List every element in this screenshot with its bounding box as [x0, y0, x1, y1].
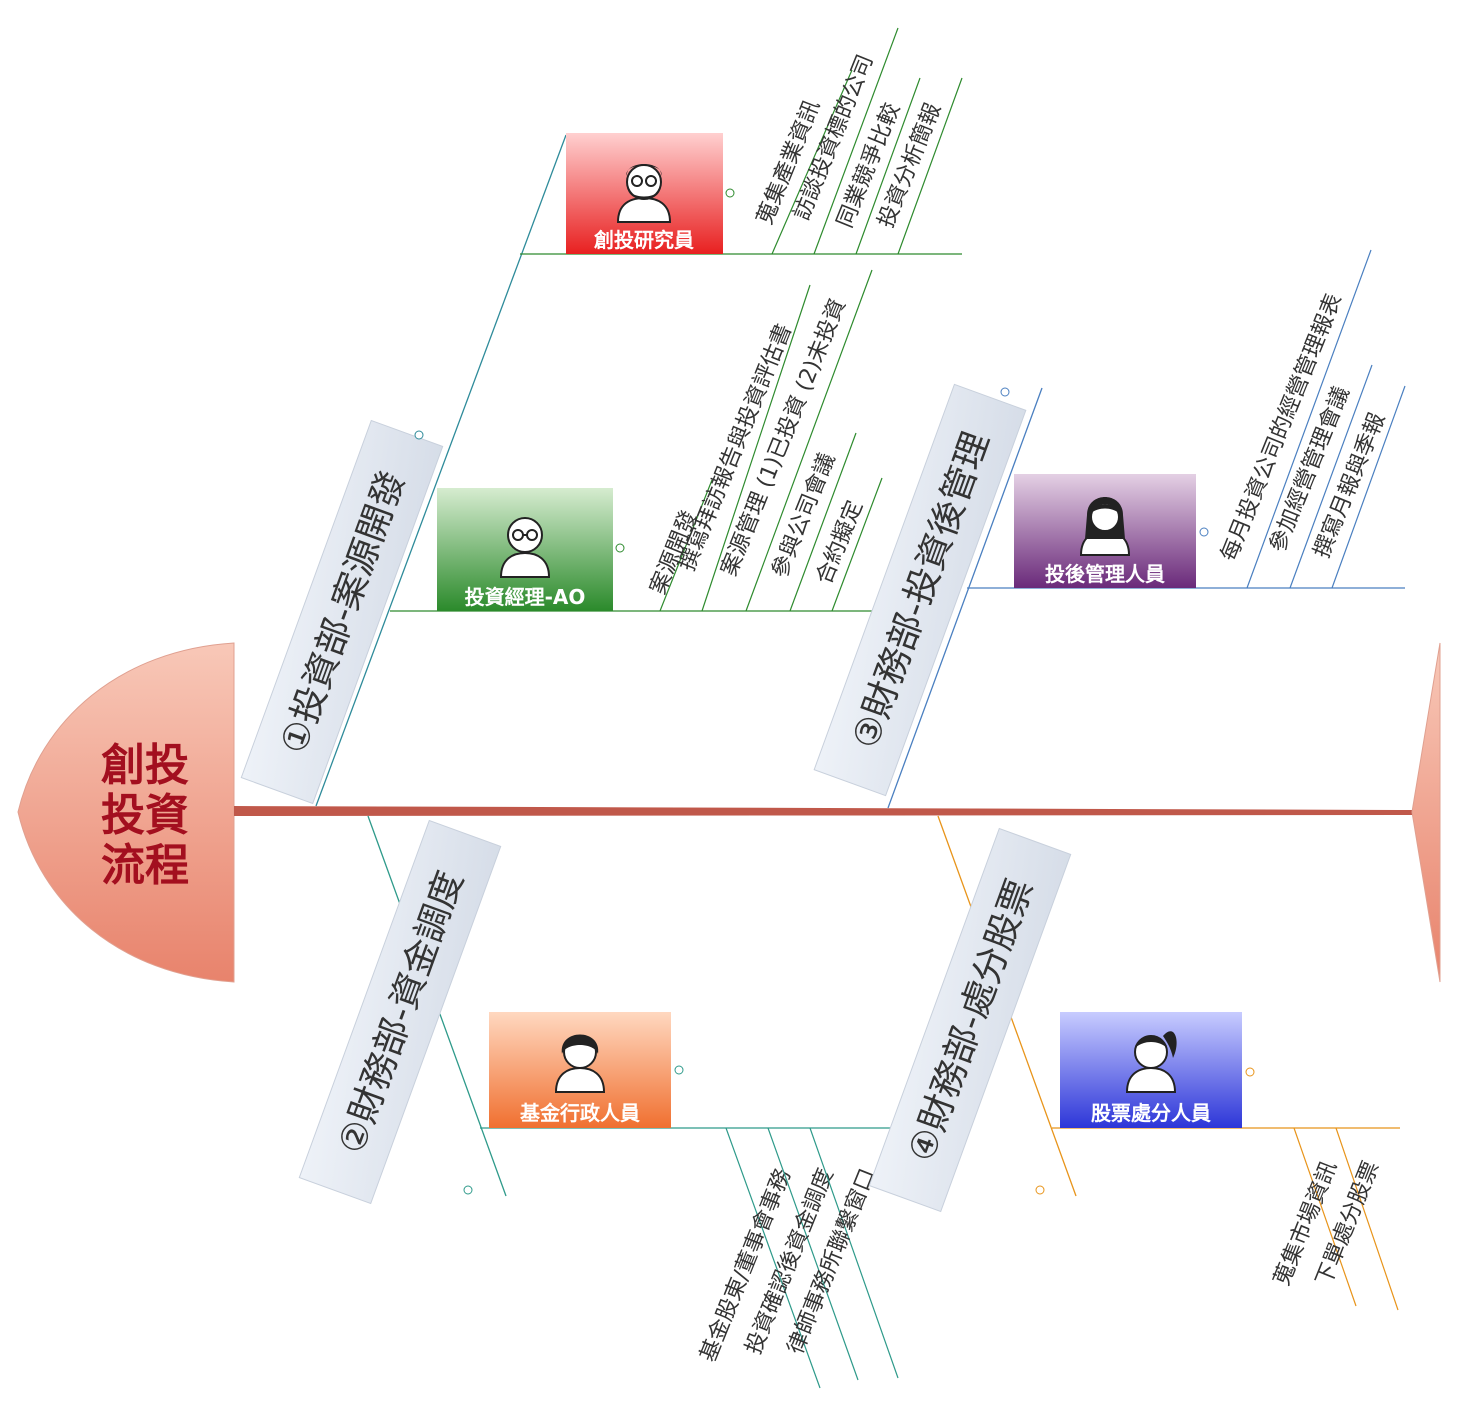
role-post-investment: 投後管理人員 每月投資公司的經營管理報表 參加經營管理會議 撰寫月報與季報: [967, 249, 1406, 589]
category-4-branch: ④財務部-處分股票 股票處分人員 蒐集市場資訊 下單處分股票: [868, 815, 1400, 1311]
role-researcher-collapse-icon[interactable]: [725, 188, 735, 198]
category-1-bone: [315, 134, 567, 807]
role-researcher-label: 創投研究員: [593, 228, 694, 252]
head-title-line-2: 投資: [101, 790, 189, 841]
task-bone: [1289, 364, 1373, 589]
task-bone: [659, 479, 713, 612]
bald-man-glasses-avatar-icon: [499, 517, 551, 578]
task-bone: [855, 77, 921, 255]
role-fund-admin: 基金行政人員 基金股東/董事會事務 投資確認後資金調度 律師事務所聯繫窗口: [480, 1012, 899, 1389]
task-bone: [771, 69, 853, 255]
role-stock-disposal-tasks: 蒐集市場資訊 下單處分股票: [1270, 1127, 1399, 1311]
fish-tail: [1411, 642, 1441, 983]
role-investment-manager-box[interactable]: 投資經理-AO: [437, 488, 613, 611]
task-bone: [745, 269, 873, 612]
role-investment-manager-label: 投資經理-AO: [465, 585, 586, 609]
category-2-collapse-icon[interactable]: [463, 1185, 473, 1195]
role-stock-disposal-box[interactable]: 股票處分人員: [1060, 1012, 1242, 1128]
head-title-line-3: 流程: [101, 840, 189, 891]
curly-man-avatar-icon: [554, 1034, 606, 1093]
task-bone: [1293, 1127, 1357, 1307]
task-bone: [1331, 385, 1406, 589]
role-investment-manager: 投資經理-AO 案源開發 撰寫拜訪報告與投資評估書 案源管理 (1)已投資 (2…: [390, 269, 883, 612]
category-2-label-box[interactable]: ②財務部-資金調度: [298, 819, 502, 1205]
role-fund-admin-collapse-icon[interactable]: [674, 1065, 684, 1075]
role-post-investment-label: 投後管理人員: [1045, 562, 1165, 586]
category-2-branch: ②財務部-資金調度 基金行政人員 基金股東/董事會事務 投資確認後資金調度: [298, 815, 899, 1389]
role-investment-manager-collapse-icon[interactable]: [615, 543, 625, 553]
role-stock-disposal-label: 股票處分人員: [1091, 1101, 1211, 1125]
role-post-investment-collapse-icon[interactable]: [1199, 527, 1209, 537]
task-label: 合約擬定: [812, 497, 868, 588]
task-bone: [767, 1127, 859, 1381]
task-bone: [813, 27, 899, 255]
role-stock-disposal-collapse-icon[interactable]: [1245, 1067, 1255, 1077]
role-post-investment-box[interactable]: 投後管理人員: [1014, 474, 1196, 588]
category-4-collapse-icon[interactable]: [1035, 1185, 1045, 1195]
task-bone: [897, 77, 963, 255]
woman-avatar-icon: [1079, 497, 1131, 556]
task-bone: [725, 1127, 821, 1389]
category-1-collapse-icon[interactable]: [414, 430, 424, 440]
role-fund-admin-box[interactable]: 基金行政人員: [489, 1012, 671, 1128]
fish-spine: [234, 806, 1412, 816]
fish-head: 創投 投資 流程: [17, 642, 235, 983]
task-bone: [789, 432, 857, 612]
category-3-label-box[interactable]: ③財務部-投資後管理: [813, 383, 1027, 797]
task-bone: [809, 1127, 899, 1379]
head-title: 創投 投資 流程: [101, 740, 189, 891]
task-bone: [1246, 249, 1372, 589]
ponytail-woman-avatar-icon: [1125, 1031, 1177, 1093]
role-researcher-box[interactable]: 創投研究員: [566, 133, 723, 254]
role-fund-admin-tasks: 基金股東/董事會事務 投資確認後資金調度 律師事務所聯繫窗口: [696, 1127, 899, 1389]
task-bone: [831, 477, 883, 612]
role-fund-admin-label: 基金行政人員: [520, 1101, 640, 1125]
role-researcher-tasks: 蒐集產業資訊 訪談投資標的公司 同業競爭比較 投資分析簡報: [753, 27, 963, 255]
role-investment-manager-tasks: 案源開發 撰寫拜訪報告與投資評估書 案源管理 (1)已投資 (2)未投資 參與公…: [646, 269, 883, 612]
category-3-bone: [887, 387, 1043, 809]
category-4-label-box[interactable]: ④財務部-處分股票: [868, 827, 1072, 1213]
bearded-man-avatar-icon: [616, 164, 672, 223]
category-3-branch: ③財務部-投資後管理 投後管理人員 每月投資公司的經營管理報表 參加經營: [813, 249, 1406, 809]
category-1-label-box[interactable]: ①投資部-案源開發: [240, 419, 444, 805]
role-stock-disposal: 股票處分人員 蒐集市場資訊 下單處分股票: [1052, 1012, 1400, 1311]
role-researcher: 創投研究員 蒐集產業資訊 訪談投資標的公司 同業競爭比較 投資分析簡報: [520, 27, 963, 255]
category-3-collapse-icon[interactable]: [1000, 387, 1010, 397]
role-post-investment-tasks: 每月投資公司的經營管理報表 參加經營管理會議 撰寫月報與季報: [1217, 249, 1406, 589]
head-title-line-1: 創投: [101, 740, 189, 791]
task-bone: [701, 284, 811, 612]
task-bone: [1335, 1127, 1399, 1311]
